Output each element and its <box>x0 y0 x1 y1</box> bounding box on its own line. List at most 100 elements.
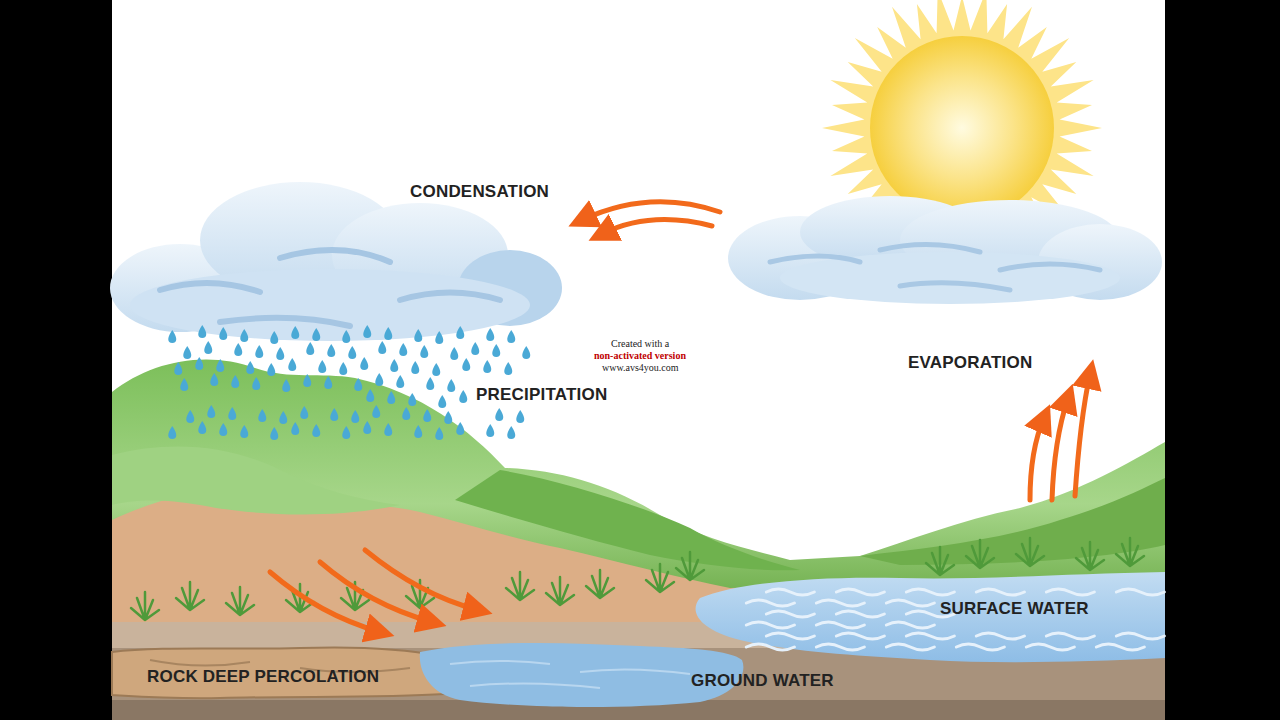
watermark: Created with a <box>611 338 669 350</box>
raindrop <box>516 410 524 423</box>
raindrop <box>483 360 491 373</box>
raindrop <box>360 357 368 370</box>
grass-tuft <box>131 592 159 620</box>
water-label: GROUND WATER <box>691 671 834 691</box>
raindrop <box>210 373 218 386</box>
wave <box>976 633 1024 639</box>
hill-shade <box>860 478 1165 565</box>
raindrop <box>168 330 176 343</box>
raindrop <box>252 377 260 390</box>
raindrop <box>303 374 311 387</box>
raindrop <box>318 360 326 373</box>
wave <box>1046 589 1094 595</box>
raindrop <box>408 393 416 406</box>
wave <box>1026 644 1074 650</box>
raindrop <box>456 422 464 435</box>
raindrop <box>168 426 176 439</box>
wave <box>836 589 884 595</box>
raindrop <box>267 363 275 376</box>
raindrop <box>423 409 431 422</box>
watermark: non-activated version <box>594 350 686 362</box>
raindrop <box>447 379 455 392</box>
raindrop <box>270 427 278 440</box>
raindrop <box>195 357 203 370</box>
wave <box>836 633 884 639</box>
wave <box>816 622 864 628</box>
raindrop <box>342 426 350 439</box>
wave <box>746 622 794 628</box>
raindrop <box>291 326 299 339</box>
raindrop <box>363 421 371 434</box>
raindrop <box>300 406 308 419</box>
raindrop <box>486 424 494 437</box>
grass-tuft <box>966 540 994 568</box>
raindrop <box>312 328 320 341</box>
cloud-shading <box>770 244 1100 290</box>
sun <box>870 36 1054 220</box>
wave <box>886 600 934 606</box>
raindrop <box>456 326 464 339</box>
wave <box>1116 589 1164 595</box>
cloud-part <box>780 252 1120 304</box>
raindrop <box>399 343 407 356</box>
raindrop <box>384 423 392 436</box>
raindrop <box>375 373 383 386</box>
grass-tuft <box>1116 538 1144 566</box>
raindrop <box>240 425 248 438</box>
grass-tuft <box>546 577 574 605</box>
raindrop <box>174 362 182 375</box>
raindrop <box>435 427 443 440</box>
raindrop <box>270 331 278 344</box>
raindrop <box>216 359 224 372</box>
wave <box>836 611 884 617</box>
raindrop <box>186 410 194 423</box>
raindrop <box>438 395 446 408</box>
wave <box>1046 633 1094 639</box>
rock <box>112 647 445 698</box>
wave <box>886 622 934 628</box>
percolation-arrow <box>365 550 478 610</box>
raindrop <box>219 423 227 436</box>
raindrop <box>450 347 458 360</box>
cloud-shading <box>160 250 500 326</box>
wave <box>1116 633 1164 639</box>
grass-tuft <box>1076 542 1104 570</box>
raindrop <box>420 345 428 358</box>
hill-shade <box>455 470 800 570</box>
raindrop <box>228 407 236 420</box>
watermark: www.avs4you.com <box>602 362 679 374</box>
raindrop <box>276 347 284 360</box>
raindrop <box>411 361 419 374</box>
raindrop <box>378 341 386 354</box>
ground-water-ripple <box>450 661 690 688</box>
raindrop <box>390 359 398 372</box>
raindrop <box>492 344 500 357</box>
grass-tuft <box>646 564 674 592</box>
water-label: SURFACE WATER <box>940 599 1089 619</box>
evaporation-arrow <box>1052 398 1068 500</box>
raindrop <box>363 325 371 338</box>
raindrop <box>324 376 332 389</box>
wave <box>816 644 864 650</box>
raindrops <box>168 325 530 440</box>
raindrop <box>183 346 191 359</box>
cloud <box>728 196 1162 304</box>
percolation-arrow <box>320 562 432 622</box>
wave <box>746 644 794 650</box>
raindrop <box>414 425 422 438</box>
wave <box>956 644 1004 650</box>
raindrop <box>459 390 467 403</box>
wave <box>886 644 934 650</box>
wave <box>766 611 814 617</box>
grass <box>131 538 1144 620</box>
raindrop <box>471 342 479 355</box>
raindrop <box>288 358 296 371</box>
raindrop <box>339 362 347 375</box>
hill-highlight <box>112 447 400 515</box>
raindrop <box>258 409 266 422</box>
raindrop <box>384 327 392 340</box>
raindrop <box>312 424 320 437</box>
wave <box>746 600 794 606</box>
